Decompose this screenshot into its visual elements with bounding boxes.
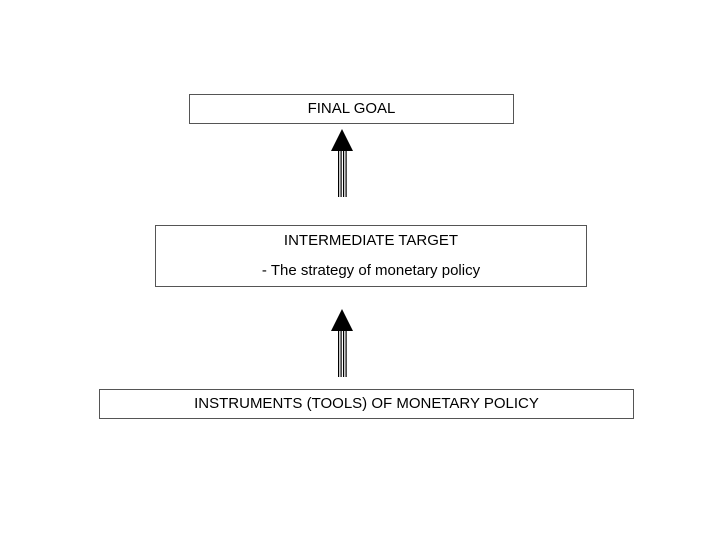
- instruments-box: INSTRUMENTS (TOOLS) OF MONETARY POLICY: [99, 389, 634, 419]
- intermediate-target-box: INTERMEDIATE TARGET - The strategy of mo…: [155, 225, 587, 287]
- intermediate-target-sublabel: - The strategy of monetary policy: [261, 262, 481, 279]
- upward-arrow-icon: [331, 129, 353, 197]
- upward-arrow-icon: [331, 309, 353, 377]
- instruments-label: INSTRUMENTS (TOOLS) OF MONETARY POLICY: [194, 395, 539, 412]
- intermediate-target-label: INTERMEDIATE TARGET: [283, 232, 459, 249]
- final-goal-box: FINAL GOAL: [189, 94, 514, 124]
- final-goal-label: FINAL GOAL: [307, 100, 396, 117]
